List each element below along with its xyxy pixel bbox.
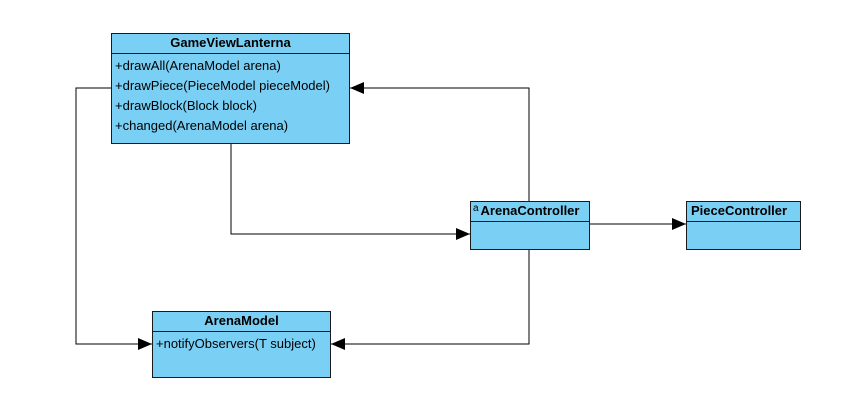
arrowhead-arenamodel-right [331,338,345,350]
class-kind-icon: a [473,203,479,214]
operation-item: +notifyObservers(T subject) [156,336,316,351]
class-name: PieceController [687,202,800,222]
arrowhead-gameview [350,82,364,94]
operation-item: +changed(ArenaModel arena) [115,118,289,133]
connector-arenacontroller-to-arenamodel [331,250,530,345]
operation-item: +drawPiece(PieceModel pieceModel) [115,78,330,93]
class-arenamodel[interactable]: ArenaModel +notifyObservers(T subject) [152,311,331,378]
connector-arenacontroller-to-gameview [350,87,530,202]
class-piececontroller[interactable]: PieceController [686,201,801,250]
class-name: GameViewLanterna [112,34,349,54]
operations-list: +drawAll(ArenaModel arena) +drawPiece(Pi… [112,54,349,136]
operation-item: +drawAll(ArenaModel arena) [115,58,281,73]
class-arenacontroller[interactable]: a ArenaController [470,201,590,250]
arrowhead-arenamodel-left [138,338,152,350]
connector-gameview-to-arenacontroller [230,144,470,235]
class-name: ArenaModel [153,312,330,332]
operations-list: +notifyObservers(T subject) [153,332,330,354]
class-gameviewlanterna[interactable]: GameViewLanterna +drawAll(ArenaModel are… [111,33,350,144]
connector-gameview-to-arenamodel [75,87,152,345]
class-name: ArenaController [480,203,580,218]
arrowhead-arenacontroller [456,228,470,240]
operation-item: +drawBlock(Block block) [115,98,257,113]
arrowhead-piececontroller [672,218,686,230]
class-header: a ArenaController [471,202,589,222]
